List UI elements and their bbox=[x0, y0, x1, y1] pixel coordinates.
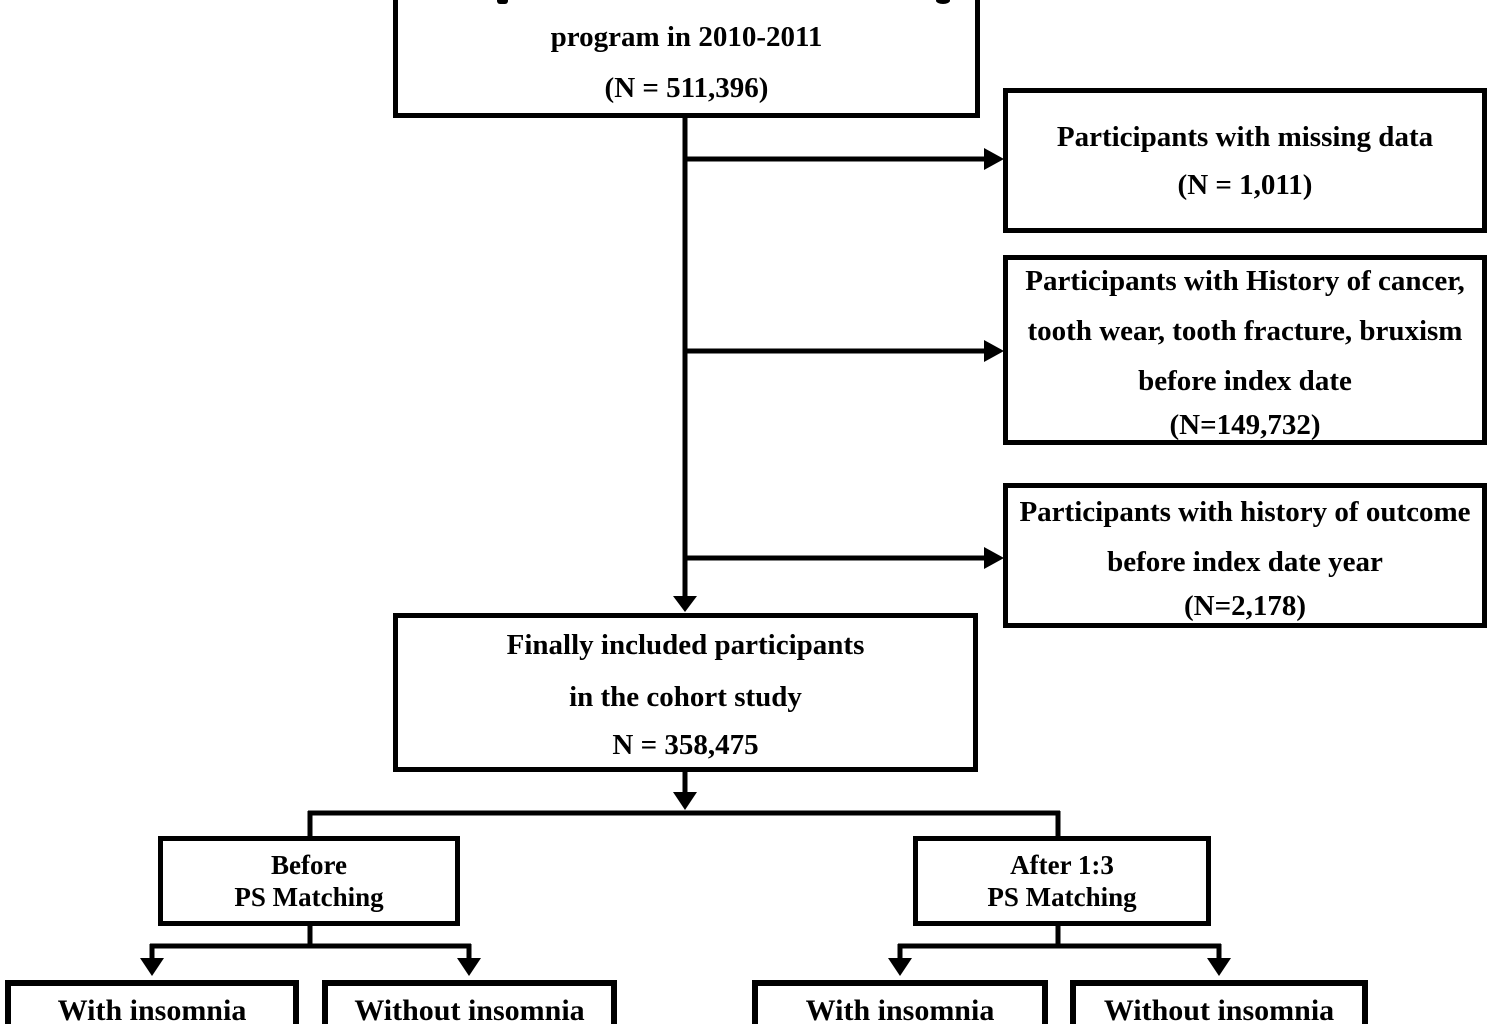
after-right-arrowhead-icon bbox=[1207, 958, 1231, 976]
study-population-box: program in 2010-2011 (N = 511,396) bbox=[393, 0, 980, 118]
box-text-line: PS Matching bbox=[987, 882, 1137, 912]
clipped-text-descender-fragment bbox=[497, 0, 508, 4]
without-insomnia-box-after: Without insomnia bbox=[1070, 980, 1368, 1024]
box-text-line: N = 358,475 bbox=[612, 728, 759, 761]
final-cohort-box: Finally included participants in the coh… bbox=[393, 613, 978, 772]
before-ps-matching-box: Before PS Matching bbox=[158, 836, 460, 926]
outcome-exclusion-box: Participants with history of outcome bef… bbox=[1003, 483, 1487, 628]
after-ps-matching-box: After 1:3 PS Matching bbox=[913, 836, 1211, 926]
main-flow-arrowhead-icon bbox=[673, 596, 697, 612]
box-text-line: (N=2,178) bbox=[1183, 589, 1307, 622]
box-text-line: PS Matching bbox=[234, 882, 384, 912]
box-text-line: (N = 1,011) bbox=[1177, 168, 1313, 201]
box-text-line: Without insomnia bbox=[1103, 994, 1335, 1024]
before-left-arrowhead-icon bbox=[140, 958, 164, 976]
box-text-line: Participants with history of outcome bbox=[1019, 495, 1471, 528]
box-text-line: before index date year bbox=[1107, 545, 1383, 578]
box-text-line: (N = 511,396) bbox=[604, 72, 769, 104]
box-text-line: Without insomnia bbox=[354, 994, 585, 1024]
box-text-line: With insomnia bbox=[805, 994, 995, 1024]
exclusion-arrowhead-1-icon bbox=[984, 148, 1004, 170]
exclusion-arrowhead-2-icon bbox=[984, 340, 1004, 362]
history-exclusion-box: Participants with History of cancer, too… bbox=[1003, 255, 1487, 445]
box-text-line: Participants with missing data bbox=[1056, 120, 1434, 153]
box-text-line: After 1:3 bbox=[1010, 850, 1114, 880]
missing-data-exclusion-box: Participants with missing data (N = 1,01… bbox=[1003, 88, 1487, 233]
without-insomnia-box-before: Without insomnia bbox=[322, 980, 617, 1024]
exclusion-arrowhead-3-icon bbox=[984, 547, 1004, 569]
with-insomnia-box-after: With insomnia bbox=[752, 980, 1048, 1024]
box-text-line: before index date bbox=[1138, 365, 1352, 397]
box-text-line: program in 2010-2011 bbox=[550, 21, 823, 53]
branch-arrowhead-icon bbox=[673, 792, 697, 810]
box-text-line: Before bbox=[271, 850, 347, 880]
with-insomnia-box-before: With insomnia bbox=[5, 980, 299, 1024]
box-text-line: Participants with History of cancer, bbox=[1025, 265, 1465, 297]
after-left-arrowhead-icon bbox=[888, 958, 912, 976]
box-text-line: tooth wear, tooth fracture, bruxism bbox=[1027, 315, 1463, 347]
box-text-line: Finally included participants bbox=[506, 628, 865, 661]
box-text-line: With insomnia bbox=[57, 994, 247, 1024]
before-right-arrowhead-icon bbox=[457, 958, 481, 976]
box-text-line: (N=149,732) bbox=[1169, 409, 1321, 441]
box-text-line: in the cohort study bbox=[569, 680, 802, 713]
clipped-text-descender-fragment bbox=[936, 0, 950, 4]
